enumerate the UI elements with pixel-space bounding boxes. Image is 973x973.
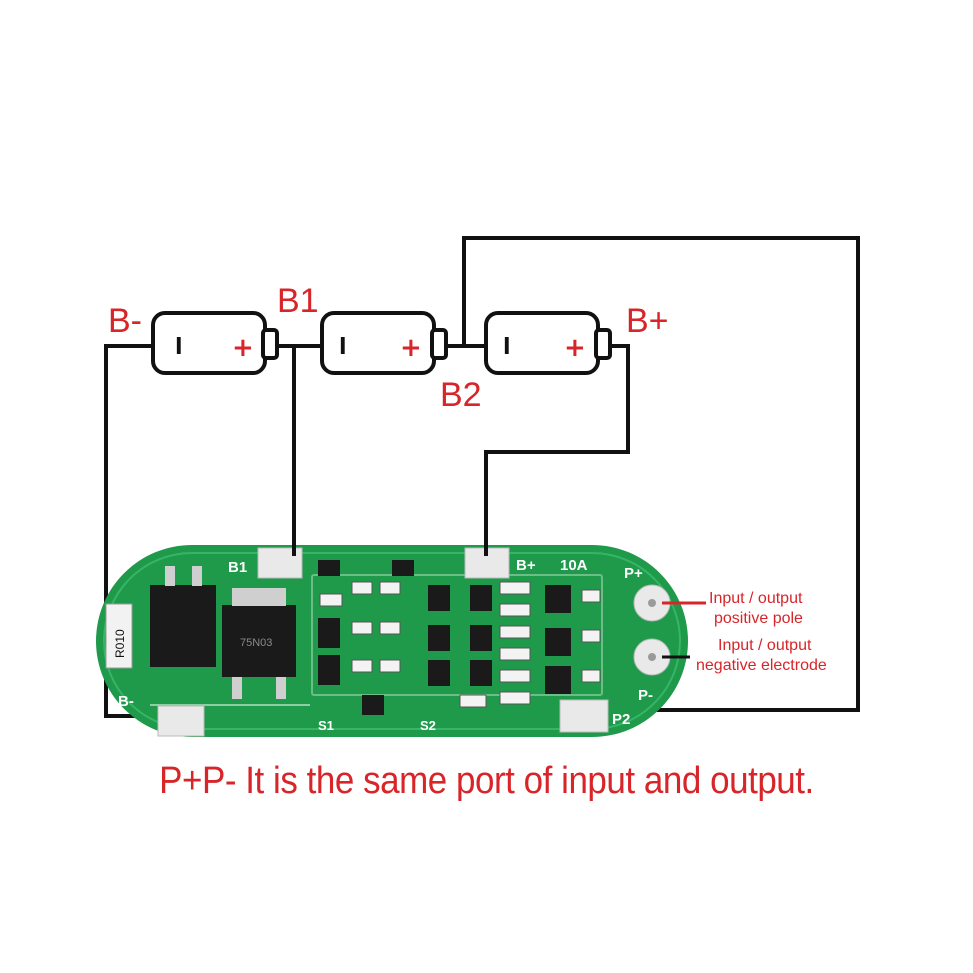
label-b-minus: B- (108, 302, 142, 340)
label-b2: B2 (440, 376, 482, 414)
battery-2: l + (320, 311, 448, 375)
battery-1-plus: + (232, 333, 254, 363)
mosfet-label: 75N03 (240, 637, 272, 649)
caption: P+P- It is the same port of input and ou… (159, 760, 814, 802)
silk-b1: B1 (228, 559, 247, 576)
wire-b2-loop (462, 236, 860, 712)
silk-b-minus: B- (118, 693, 134, 710)
resistor-label: R010 (113, 629, 127, 658)
silk-b-plus: B+ (516, 557, 536, 574)
battery-1: l + (151, 311, 279, 375)
battery-2-plus: + (400, 333, 422, 363)
protection-board: R010 75N03 (96, 545, 688, 737)
wire-b-plus (484, 344, 630, 553)
silk-p-minus: P- (638, 687, 653, 704)
battery-3-minus: l (503, 335, 511, 360)
battery-3: l + (484, 311, 612, 375)
label-b-plus: B+ (626, 302, 669, 340)
wire-b1 (272, 344, 296, 553)
silk-p-plus: P+ (624, 565, 643, 582)
silk-s1: S1 (318, 718, 334, 733)
battery-2-minus: l (339, 335, 347, 360)
positive-line-2: positive pole (714, 610, 803, 627)
silk-s2: S2 (420, 718, 436, 733)
pad-b-minus (157, 705, 205, 737)
battery-3-plus: + (564, 333, 586, 363)
label-b1: B1 (277, 282, 319, 320)
battery-1-minus: l (175, 335, 183, 360)
smd-components (318, 560, 601, 715)
pad-p2 (559, 699, 609, 733)
silk-rating: 10A (560, 557, 588, 574)
negative-line-2: negative electrode (696, 657, 827, 674)
positive-line-1: Input / output (709, 590, 803, 607)
silk-p2: P2 (612, 711, 630, 728)
negative-line-1: Input / output (718, 637, 812, 654)
